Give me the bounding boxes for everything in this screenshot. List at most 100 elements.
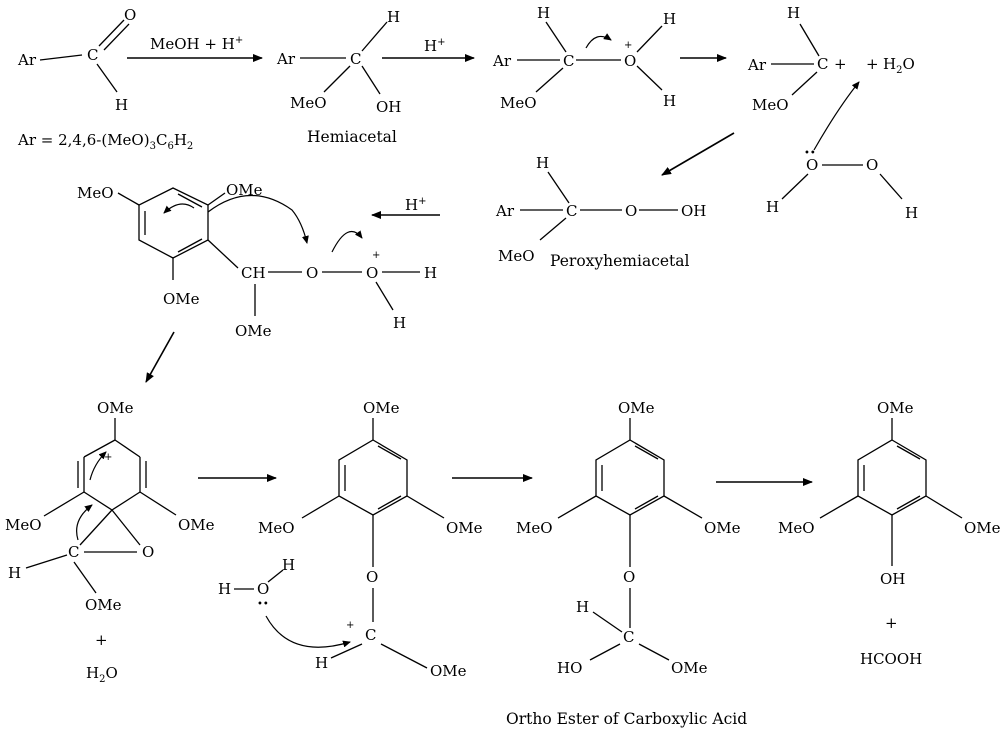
- phenol-product-structure: OMe MeO OMe OH + HCOOH: [778, 399, 1000, 668]
- svg-text:MeO: MeO: [258, 519, 295, 537]
- arrow-methanol-addition: MeOH + H+: [127, 35, 263, 62]
- svg-text:O: O: [366, 264, 378, 282]
- hemiacetal-structure: Ar C H MeO OH: [276, 8, 401, 116]
- svg-text:HO: HO: [557, 659, 582, 677]
- svg-text:+: +: [624, 40, 632, 51]
- svg-text:O: O: [257, 580, 269, 598]
- svg-text:MeO: MeO: [5, 516, 42, 534]
- svg-text:OMe: OMe: [671, 659, 708, 677]
- svg-text:••: ••: [257, 599, 269, 610]
- arrow-protonation: H+: [382, 37, 475, 62]
- svg-text:H: H: [282, 556, 295, 574]
- svg-text:OMe: OMe: [235, 322, 272, 340]
- svg-text:+: +: [95, 631, 108, 649]
- svg-text:MeO: MeO: [290, 94, 327, 112]
- peroxyhemiacetal-label: Peroxyhemiacetal: [550, 252, 690, 270]
- svg-text:OMe: OMe: [618, 399, 655, 417]
- svg-text:MeO: MeO: [752, 96, 789, 114]
- svg-text:O: O: [124, 6, 136, 24]
- arrow-aryl-migration: [145, 331, 175, 383]
- svg-text:+: +: [346, 620, 354, 631]
- svg-text:H: H: [115, 96, 128, 114]
- svg-text:H: H: [905, 204, 918, 222]
- svg-text:OH: OH: [681, 202, 706, 220]
- svg-text:C: C: [566, 202, 577, 220]
- hydrogen-peroxide-structure: •• O O H H: [766, 81, 918, 222]
- svg-text:O: O: [624, 52, 636, 70]
- svg-text:H: H: [787, 4, 800, 22]
- water-release: H2O: [86, 664, 118, 685]
- svg-text:H: H: [218, 580, 231, 598]
- svg-text:C: C: [87, 46, 98, 64]
- svg-text:H: H: [424, 264, 437, 282]
- protonated-peroxyhemiacetal-structure: MeO OMe OMe CH O O + H H OMe: [77, 181, 437, 340]
- formic-acid-byproduct: HCOOH: [860, 650, 922, 668]
- svg-text:CH: CH: [241, 264, 266, 282]
- carbocation-structure: Ar C + H MeO + H2O: [747, 4, 915, 114]
- svg-text:OMe: OMe: [226, 181, 263, 199]
- svg-text:H: H: [663, 92, 676, 110]
- svg-text:OMe: OMe: [446, 519, 483, 537]
- svg-text:O: O: [625, 202, 637, 220]
- svg-text:MeO: MeO: [516, 519, 553, 537]
- svg-text:+: +: [866, 55, 879, 73]
- svg-text:H: H: [536, 154, 549, 172]
- svg-text:Ar: Ar: [17, 51, 37, 69]
- svg-text:C: C: [563, 52, 574, 70]
- svg-text:C: C: [68, 543, 79, 561]
- ortho-ester-structure: OMe MeO OMe O C H HO OMe: [516, 399, 741, 677]
- svg-text:OMe: OMe: [964, 519, 1000, 537]
- svg-text:O: O: [142, 543, 154, 561]
- svg-text:C: C: [817, 55, 828, 73]
- svg-text:Ar: Ar: [492, 52, 512, 70]
- svg-text:OH: OH: [880, 570, 905, 588]
- svg-text:C: C: [623, 628, 634, 646]
- svg-text:MeO: MeO: [778, 519, 815, 537]
- arrow-peroxide-addition: [661, 132, 735, 176]
- svg-text:Ar: Ar: [495, 202, 515, 220]
- svg-text:H: H: [315, 654, 328, 672]
- svg-text:H: H: [387, 8, 400, 26]
- svg-text:+: +: [372, 250, 380, 261]
- aldehyde-structure: Ar C O H: [17, 6, 136, 114]
- svg-text:MeO: MeO: [77, 184, 114, 202]
- svg-text:H: H: [8, 564, 21, 582]
- svg-text:+: +: [885, 614, 898, 632]
- ortho-ester-label: Ortho Ester of Carboxylic Acid: [506, 710, 747, 728]
- svg-text:Ar: Ar: [747, 56, 767, 74]
- svg-text:H: H: [537, 4, 550, 22]
- svg-text:OMe: OMe: [85, 596, 122, 614]
- svg-text:OMe: OMe: [363, 399, 400, 417]
- svg-text:H: H: [663, 10, 676, 28]
- svg-text:O: O: [306, 264, 318, 282]
- hemiacetal-label: Hemiacetal: [307, 128, 397, 146]
- svg-text:+: +: [104, 452, 112, 463]
- ar-definition-caption: Ar = 2,4,6-(MeO)3C6H2: [17, 131, 193, 152]
- svg-text:OMe: OMe: [704, 519, 741, 537]
- peroxyhemiacetal-structure: Ar C H MeO O OH: [495, 154, 706, 265]
- svg-text:OMe: OMe: [430, 662, 467, 680]
- spiro-epoxide-intermediate: OMe + MeO OMe C O H OMe + H2O: [5, 399, 215, 685]
- svg-text:H: H: [766, 198, 779, 216]
- svg-text:MeO: MeO: [498, 247, 535, 265]
- svg-text:OMe: OMe: [97, 399, 134, 417]
- svg-text:Ar: Ar: [276, 50, 296, 68]
- svg-text:O: O: [623, 568, 635, 586]
- svg-text:OMe: OMe: [163, 290, 200, 308]
- svg-text:O: O: [806, 156, 818, 174]
- svg-text:H: H: [393, 314, 406, 332]
- svg-text:H: H: [576, 598, 589, 616]
- arrow-acid-catalysis: H+: [371, 196, 440, 219]
- svg-text:OH: OH: [376, 98, 401, 116]
- svg-text:OMe: OMe: [877, 399, 914, 417]
- svg-text:H+: H+: [405, 196, 426, 214]
- svg-text:H+: H+: [424, 37, 445, 55]
- svg-text:O: O: [866, 156, 878, 174]
- svg-text:C: C: [365, 626, 376, 644]
- aryl-oxocarbenium-structure: OMe MeO OMe O + C H OMe H O •• H: [218, 399, 483, 680]
- svg-text:MeO: MeO: [500, 94, 537, 112]
- water-byproduct: H2O: [883, 55, 915, 76]
- svg-text:O: O: [366, 568, 378, 586]
- svg-text:OMe: OMe: [178, 516, 215, 534]
